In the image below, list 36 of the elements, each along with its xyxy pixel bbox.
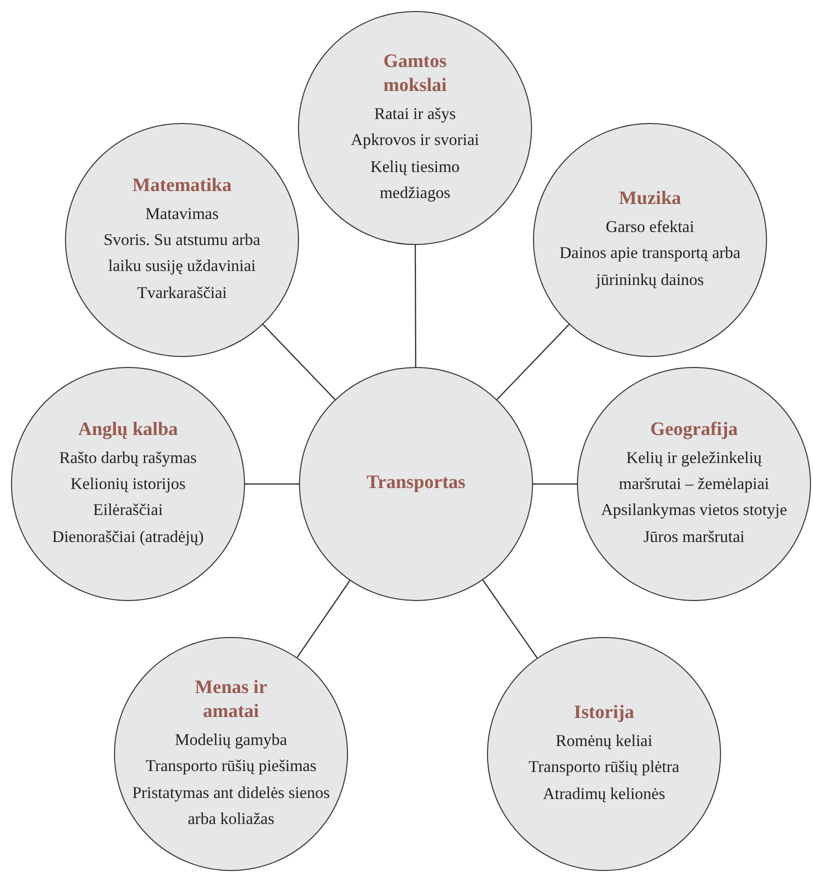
topic-item: Apkrovos ir svoriai xyxy=(350,129,480,152)
connector-line xyxy=(533,483,577,485)
topic-item: Kelių ir geležinkelių maršrutai – žemėlapiai xyxy=(618,446,770,495)
topic-item: Matavimas xyxy=(145,202,219,225)
topic-item: Kelių tiesimo medžiagos xyxy=(369,156,461,204)
topic-item: Apsilankymas vietos stotyje xyxy=(600,499,788,522)
topic-item: Transporto rūšių plėtra xyxy=(528,756,680,778)
topic-heading: Anglų kalba xyxy=(78,418,178,442)
topic-item: Tvarkaraščiai xyxy=(137,282,227,304)
connector-line xyxy=(262,324,336,400)
topic-item: Kelionių istorijos xyxy=(70,472,186,495)
connector-line xyxy=(414,245,416,367)
topic-heading: Gamtos mokslai xyxy=(382,50,448,98)
topic-item: Modelių gamyba xyxy=(174,728,288,751)
topic-item: Eilėraščiai xyxy=(93,499,163,522)
topic-item: Rašto darbų rašymas xyxy=(59,446,197,469)
topic-item: Ratai ir ašys xyxy=(374,102,456,125)
topic-item: Garso efektai xyxy=(606,216,694,238)
topic-item: Jūros maršrutai xyxy=(643,526,745,548)
topic-item: Romėnų keliai xyxy=(556,730,652,752)
topic-item: Svoris. Su atstumu arba laiku susiję uždaviniai xyxy=(102,228,262,278)
topic-item: Atradimų kelionės xyxy=(542,782,666,805)
topic-item: Dainos apie transportą arba jūrininkų dainos xyxy=(558,242,742,291)
topic-heading: Transportas xyxy=(366,470,466,495)
topic-item: Transporto rūšių piešimas xyxy=(146,755,316,778)
connector-line xyxy=(296,580,350,658)
topic-heading: Matematika xyxy=(132,174,232,198)
connector-line xyxy=(496,324,570,400)
topic-item: Dienoraščiai (atradėjų) xyxy=(52,526,204,548)
topic-heading: Istorija xyxy=(574,701,634,726)
connector-line xyxy=(245,483,299,485)
topic-heading: Geografija xyxy=(650,418,738,442)
topic-heading: Muzika xyxy=(618,187,682,212)
topic-item: Pristatymas ant didelės sienos arba koliažas xyxy=(131,782,331,830)
topic-heading: Menas ir amatai xyxy=(194,676,268,724)
connector-line xyxy=(482,580,538,658)
